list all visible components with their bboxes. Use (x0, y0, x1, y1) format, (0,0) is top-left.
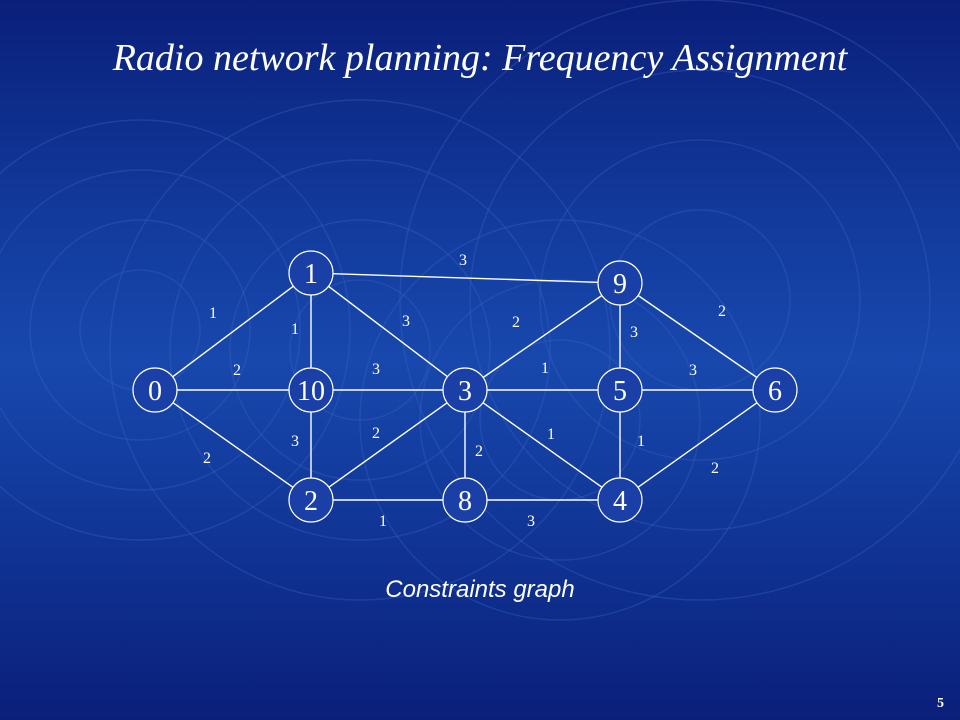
node-10: 10 (288, 367, 334, 413)
node-circle-2 (288, 477, 334, 523)
page-number: 5 (937, 696, 944, 711)
node-label-9: 9 (613, 269, 627, 300)
edge-weight-4-6: 2 (711, 460, 719, 477)
edge-0-1 (172, 285, 294, 378)
node-3: 3 (442, 367, 488, 413)
node-circle-5 (597, 367, 643, 413)
edge-weight-2-3: 2 (372, 425, 380, 442)
node-label-4: 4 (613, 486, 627, 517)
node-circle-4 (597, 477, 643, 523)
node-circle-6 (752, 367, 798, 413)
edge-weight-0-10: 2 (233, 362, 241, 379)
edge-weight-9-6: 2 (718, 303, 726, 320)
node-circle-9 (597, 260, 643, 306)
node-2: 2 (288, 477, 334, 523)
edge-0-2 (172, 402, 294, 488)
edge-1-9 (332, 273, 599, 283)
node-label-8: 8 (458, 486, 472, 517)
node-8: 8 (442, 477, 488, 523)
node-label-10: 10 (297, 376, 325, 407)
node-1: 1 (288, 250, 334, 296)
node-label-6: 6 (768, 376, 782, 407)
node-label-5: 5 (613, 376, 627, 407)
edge-weight-3-9: 2 (512, 314, 520, 331)
edge-weight-9-5: 3 (630, 324, 638, 341)
graph-caption: Constraints graph (385, 576, 575, 603)
node-label-0: 0 (148, 376, 162, 407)
edge-9-6 (637, 294, 758, 379)
node-6: 6 (752, 367, 798, 413)
edge-weight-1-10: 1 (291, 321, 299, 338)
slide-title: Radio network planning: Frequency Assign… (112, 37, 848, 79)
edge-4-6 (637, 402, 758, 488)
edge-weight-0-2: 2 (203, 450, 211, 467)
edge-3-4 (482, 402, 603, 488)
node-4: 4 (597, 477, 643, 523)
edge-weight-5-6: 3 (689, 362, 697, 379)
node-5: 5 (597, 367, 643, 413)
edge-weight-8-4: 3 (527, 513, 535, 530)
edge-weight-0-1: 1 (209, 305, 217, 322)
edge-weight-10-3: 3 (372, 361, 380, 378)
edge-weight-3-8: 2 (475, 443, 483, 460)
edge-weight-3-4: 1 (547, 426, 555, 443)
node-circle-0 (132, 367, 178, 413)
edge-weight-5-4: 1 (637, 433, 645, 450)
edge-weight-10-2: 3 (291, 433, 299, 450)
node-0: 0 (132, 367, 178, 413)
node-circle-1 (288, 250, 334, 296)
edge-2-3 (328, 402, 448, 488)
node-label-1: 1 (304, 259, 318, 290)
edge-weight-3-5: 1 (541, 360, 549, 377)
node-circle-3 (442, 367, 488, 413)
edge-weight-2-8: 1 (379, 513, 387, 530)
node-circle-8 (442, 477, 488, 523)
node-label-2: 2 (304, 486, 318, 517)
edge-1-3 (328, 285, 448, 378)
edge-weight-1-9: 3 (459, 252, 467, 269)
node-label-3: 3 (458, 376, 472, 407)
edge-3-9 (482, 294, 603, 379)
node-circle-10 (288, 367, 334, 413)
node-9: 9 (597, 260, 643, 306)
edge-weight-1-3: 3 (402, 313, 410, 330)
